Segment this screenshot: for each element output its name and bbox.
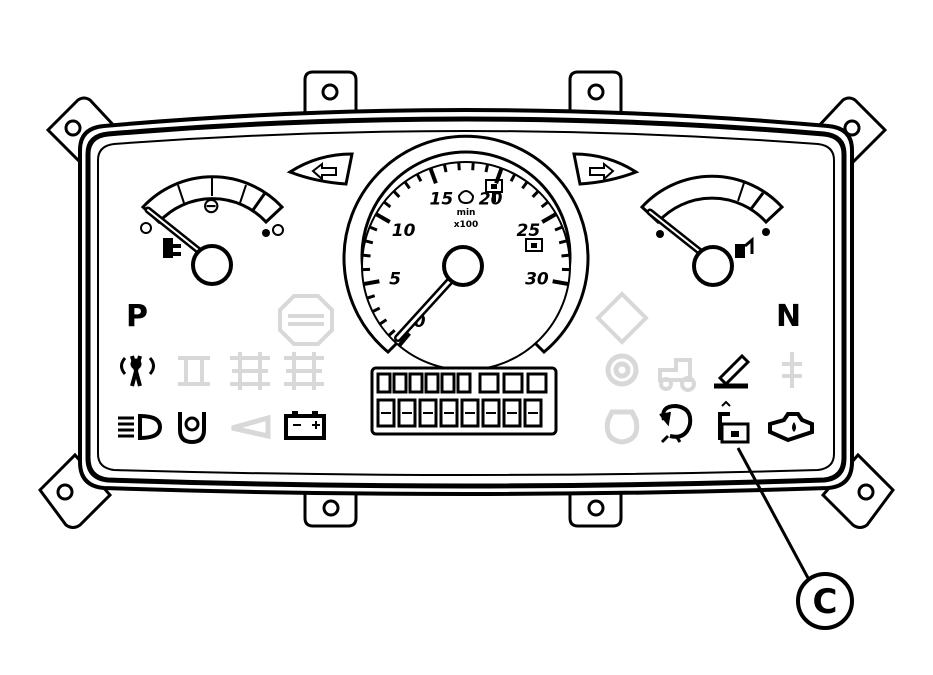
tach-minor-tick [444,164,446,172]
tach-minor-tick [473,162,474,170]
hitch-icon [284,352,324,390]
corner-lug-hole-bottom-left [58,485,72,499]
neutral-indicator: N [776,299,801,334]
bottom-left-tab-hole [324,501,338,515]
corner-lug-hole-top-left [66,121,80,135]
temperature-needle-hub [193,246,231,284]
rpm-multiplier-label: x100 [454,220,479,230]
tach-minor-tick [486,164,488,172]
temperature-hot-dot [262,229,270,237]
temperature-normal-mark: ⊖ [202,194,220,219]
tachometer-needle-hub [444,247,482,285]
tach-tick-label: 30 [525,270,549,290]
corner-lug-hole-bottom-right [859,485,873,499]
tach-tick-label: 5 [389,270,401,290]
fuel-needle-hub [694,247,732,285]
tach-tick-label: 10 [392,221,416,241]
lcd-display [372,368,556,434]
tach-major-tick [364,281,380,284]
tach-minor-tick [561,255,569,256]
four-wheel-drive-icon [230,352,270,390]
tach-minor-tick [365,241,373,243]
bottom-right-tab-hole [589,501,603,515]
rpm-unit-label: min [457,208,476,218]
tach-minor-tick [363,255,371,256]
tach-minor-tick [459,162,460,170]
top-left-tab-hole [323,85,337,99]
tach-major-tick [553,281,569,284]
tach-tick-label: 15 [430,189,454,209]
temperature-cold-dot [141,223,151,233]
callout-label: C [813,582,838,622]
top-right-tab-hole [589,85,603,99]
battery-icon [286,411,324,438]
tach-minor-tick [559,241,567,243]
park-indicator: P [126,299,148,334]
